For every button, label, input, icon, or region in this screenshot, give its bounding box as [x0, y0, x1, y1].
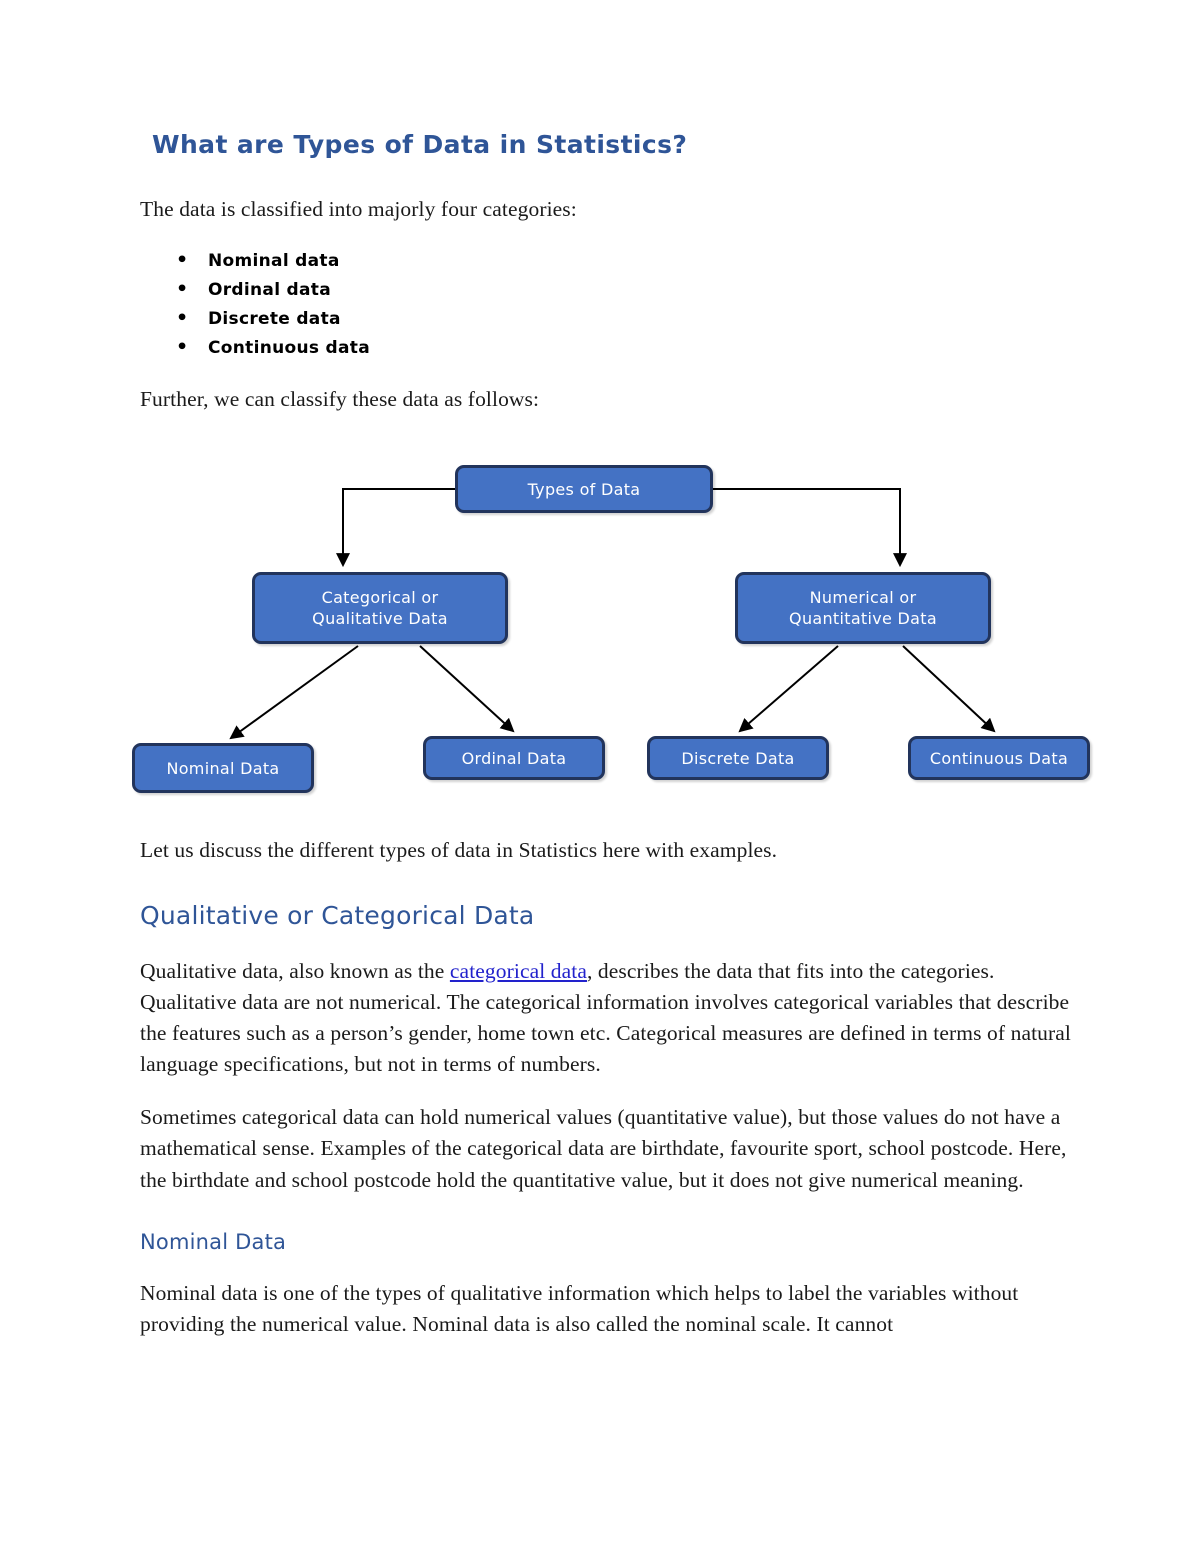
- categorical-data-link[interactable]: categorical data: [449, 958, 587, 983]
- diagram-node-discrete[interactable]: Discrete Data: [647, 736, 829, 781]
- node-label: Numerical or Quantitative Data: [789, 587, 937, 629]
- edge-root-to-categorical: [336, 488, 455, 568]
- node-label: Ordinal Data: [461, 748, 567, 768]
- list-item: Nominal data: [140, 249, 1080, 271]
- qualitative-paragraph-2: Sometimes categorical data can hold nume…: [140, 1105, 1067, 1192]
- edge-numerical-to-discrete: [738, 645, 839, 733]
- document-content: What are Types of Data in Statistics? Th…: [132, 130, 1090, 1362]
- data-category-list: Nominal data Ordinal data Discrete data …: [140, 249, 1080, 358]
- node-label: Types of Data: [527, 479, 641, 499]
- node-label: Continuous Data: [929, 748, 1069, 768]
- node-label: Nominal Data: [166, 758, 280, 778]
- diagram-node-categorical[interactable]: Categorical or Qualitative Data: [252, 572, 508, 645]
- diagram-node-ordinal[interactable]: Ordinal Data: [423, 736, 605, 781]
- edge-categorical-to-ordinal: [419, 645, 515, 733]
- post-diagram-paragraph: Let us discuss the different types of da…: [140, 838, 778, 863]
- diagram-node-numerical[interactable]: Numerical or Quantitative Data: [735, 572, 991, 645]
- types-of-data-diagram: Types of Data Categorical or Qualitative…: [130, 455, 1110, 825]
- node-label: Categorical or Qualitative Data: [312, 587, 448, 629]
- nominal-paragraph-1: Nominal data is one of the types of qual…: [140, 1280, 1019, 1336]
- list-item: Discrete data: [140, 307, 1080, 329]
- diagram-node-types-of-data[interactable]: Types of Data: [455, 465, 713, 514]
- diagram-node-continuous[interactable]: Continuous Data: [908, 736, 1090, 781]
- paragraph-text-after-link: , describes the data that fits into the …: [140, 958, 1071, 1077]
- page-title: What are Types of Data in Statistics?: [152, 130, 688, 159]
- diagram-connectors: [229, 488, 996, 740]
- section-heading-nominal: Nominal Data: [140, 1229, 287, 1254]
- diagram-node-nominal[interactable]: Nominal Data: [132, 743, 314, 794]
- edge-root-to-numerical: [713, 488, 907, 568]
- node-label: Discrete Data: [681, 748, 795, 768]
- list-item: Continuous data: [140, 336, 1080, 358]
- section-heading-qualitative: Qualitative or Categorical Data: [140, 900, 535, 930]
- qualitative-paragraph-1: Qualitative data, also known as the cate…: [140, 956, 1080, 1081]
- edge-numerical-to-continuous: [902, 645, 996, 733]
- paragraph-text-before-link: Qualitative data, also known as the: [140, 958, 450, 983]
- list-item: Ordinal data: [140, 278, 1080, 300]
- edge-categorical-to-nominal: [229, 645, 359, 740]
- intro-paragraph: The data is classified into majorly four…: [140, 197, 577, 221]
- further-paragraph: Further, we can classify these data as f…: [140, 387, 540, 412]
